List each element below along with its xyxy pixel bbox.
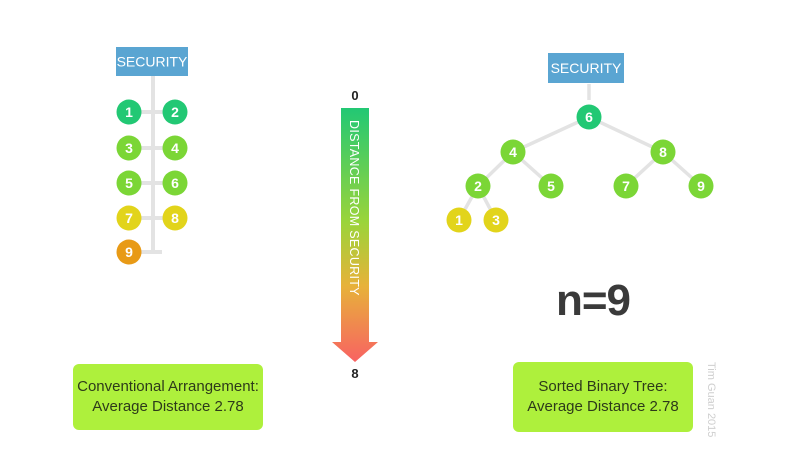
tree-node-circle	[650, 139, 676, 165]
conventional-node-circle	[116, 170, 142, 196]
conventional-node-circle	[116, 99, 142, 125]
tree-node-label: 8	[659, 144, 667, 160]
conventional-node-label: 9	[125, 244, 133, 260]
conventional-node-label: 5	[125, 175, 133, 191]
tree-node-circle	[483, 207, 509, 233]
conventional-node-label: 3	[125, 140, 133, 156]
tree-node-circle	[500, 139, 526, 165]
scale-axis-label: DISTANCE FROM SECURITY	[347, 120, 361, 296]
tree-node-circle	[613, 173, 639, 199]
tree-node-label: 3	[492, 212, 500, 228]
tree-node-circle	[465, 173, 491, 199]
conventional-security-label: SECURITY	[117, 54, 188, 70]
tree-node-circle	[446, 207, 472, 233]
distance-scale: 0 DISTANCE FROM SECURITY 8	[332, 88, 378, 381]
tree-node-circle	[576, 104, 602, 130]
tree-node-circle	[688, 173, 714, 199]
tree-security-box: SECURITY	[548, 53, 624, 83]
credit-text: Tim Guan 2015	[705, 362, 717, 437]
conventional-node-circle	[162, 170, 188, 196]
conventional-security-box: SECURITY	[116, 47, 188, 76]
conventional-node-circle	[116, 239, 142, 265]
conventional-node-circle	[116, 205, 142, 231]
conventional-caption-line2: Average Distance 2.78	[92, 398, 244, 415]
tree-node-label: 2	[474, 178, 482, 194]
tree-security-label: SECURITY	[551, 60, 622, 76]
scale-top-label: 0	[351, 88, 358, 103]
conventional-arrangement: SECURITY 1 2 3 4 5 6 7 8 9	[116, 47, 188, 265]
binary-tree-caption-panel: Sorted Binary Tree: Average Distance 2.7…	[513, 362, 693, 432]
tree-node-label: 4	[509, 144, 517, 160]
tree-node-label: 7	[622, 178, 630, 194]
conventional-node-label: 4	[171, 140, 179, 156]
conventional-node-circle	[162, 135, 188, 161]
tree-node-label: 5	[547, 178, 555, 194]
tree-node-circle	[538, 173, 564, 199]
conventional-node-label: 1	[125, 104, 133, 120]
scale-bottom-label: 8	[351, 366, 358, 381]
conventional-node-label: 2	[171, 104, 179, 120]
conventional-node-label: 7	[125, 210, 133, 226]
conventional-node-circle	[116, 135, 142, 161]
conventional-caption-line1: Conventional Arrangement:	[77, 378, 259, 395]
conventional-node-circle	[162, 99, 188, 125]
conventional-caption-panel: Conventional Arrangement: Average Distan…	[73, 364, 263, 430]
credit-watermark: Tim Guan 2015	[705, 362, 717, 437]
binary-tree-caption-line1: Sorted Binary Tree:	[538, 378, 668, 395]
conventional-node-label: 8	[171, 210, 179, 226]
distance-arrow	[332, 108, 378, 362]
conventional-node-circle	[162, 205, 188, 231]
tree-node-label: 9	[697, 178, 705, 194]
n-label: n=9	[555, 276, 631, 325]
binary-tree-caption-line2: Average Distance 2.78	[527, 398, 679, 415]
tree-node-label: 6	[585, 109, 593, 125]
binary-tree: SECURITY 6 4 8 2 5 7 9 1 3	[446, 53, 714, 233]
tree-node-label: 1	[455, 212, 463, 228]
conventional-node-label: 6	[171, 175, 179, 191]
